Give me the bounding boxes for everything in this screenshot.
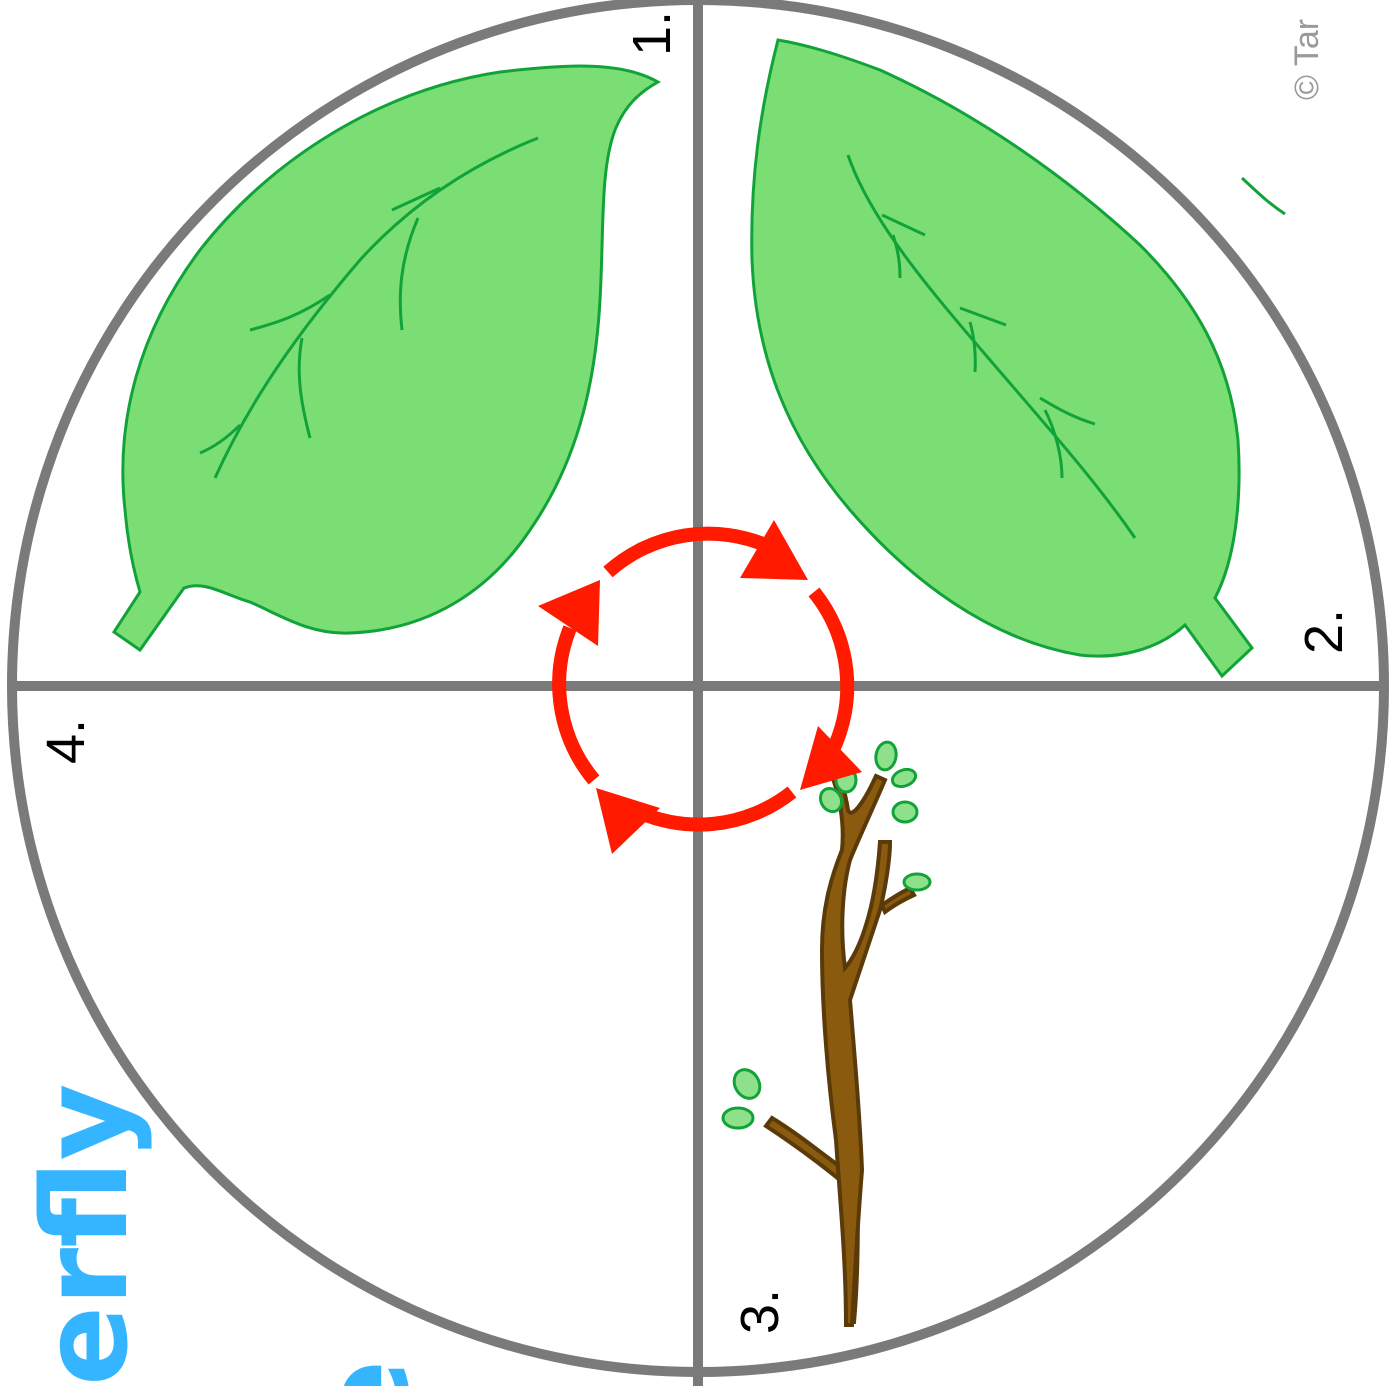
quadrant-label-4: 4. [36,719,96,764]
twig-side-branch [882,888,914,912]
copyright-text: © Tar [1288,19,1326,100]
leaf-1-blade [114,66,658,650]
twig-with-buds-icon [723,740,930,1325]
title-fragment-2: e [298,1360,436,1386]
twig-main-stem [822,770,890,1325]
cycle-arc-top [608,534,770,572]
quadrant-label-1: 1. [622,11,682,56]
title-fragment: erfly [16,1083,154,1386]
leaf-1-icon [114,66,658,650]
quadrant-label-2: 2. [1294,609,1354,654]
stray-leaf-mark [1242,178,1285,214]
arrowhead-top-right [740,520,808,580]
leaf-2-icon [752,40,1252,676]
quadrant-label-3: 3. [730,1289,790,1334]
leaf-2-blade [752,40,1252,676]
cycle-arc-left [559,628,594,780]
